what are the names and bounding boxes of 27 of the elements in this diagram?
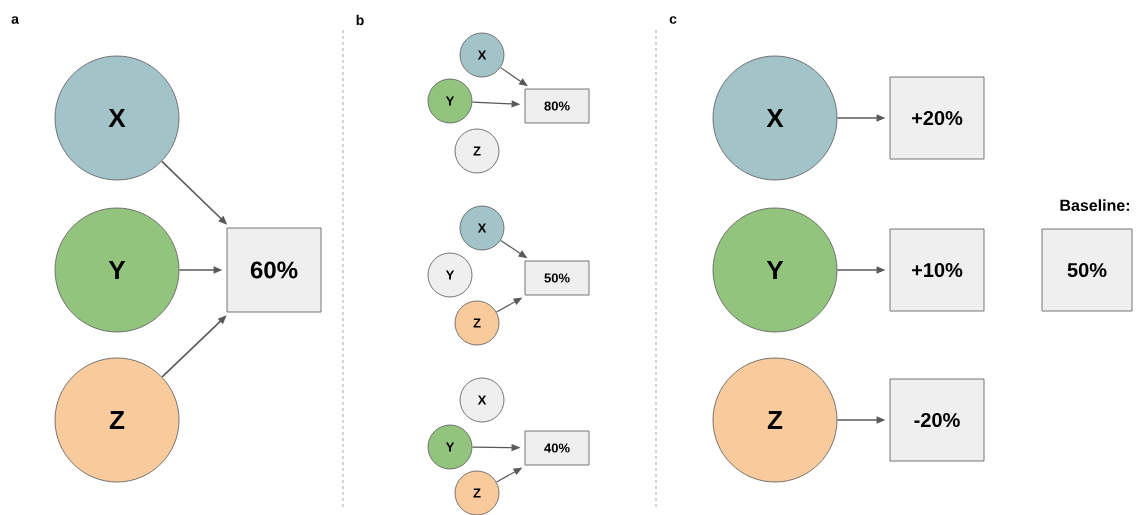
circle-node: Y <box>427 424 473 470</box>
value-box: +10% <box>889 228 985 312</box>
circle-node: Y <box>712 207 838 333</box>
circle-node: X <box>459 205 505 251</box>
circle-node: X <box>459 377 505 423</box>
value-box: +20% <box>889 76 985 160</box>
panel-letter: a <box>11 16 19 24</box>
value-box: 60% <box>226 227 322 313</box>
circle-node: Z <box>454 470 500 515</box>
circle-node: Z <box>454 128 500 174</box>
circle-node: X <box>54 55 180 181</box>
circle-node: X <box>459 32 505 78</box>
circle-node: Z <box>54 357 180 483</box>
circle-node: X <box>712 55 838 181</box>
circle-node: Y <box>427 252 473 298</box>
circle-node: Z <box>712 357 838 483</box>
value-box: 40% <box>524 430 590 466</box>
value-box: 50% <box>1041 228 1133 312</box>
panel-letter: b <box>356 14 364 26</box>
circle-node: Y <box>427 78 473 124</box>
panel-letter: c <box>669 16 677 24</box>
value-box: 50% <box>524 260 590 296</box>
circle-node: Z <box>454 300 500 346</box>
circle-node: Y <box>54 207 180 333</box>
value-box: -20% <box>889 378 985 462</box>
value-box: 80% <box>524 88 590 124</box>
heading-text: Baseline: <box>1060 199 1130 211</box>
